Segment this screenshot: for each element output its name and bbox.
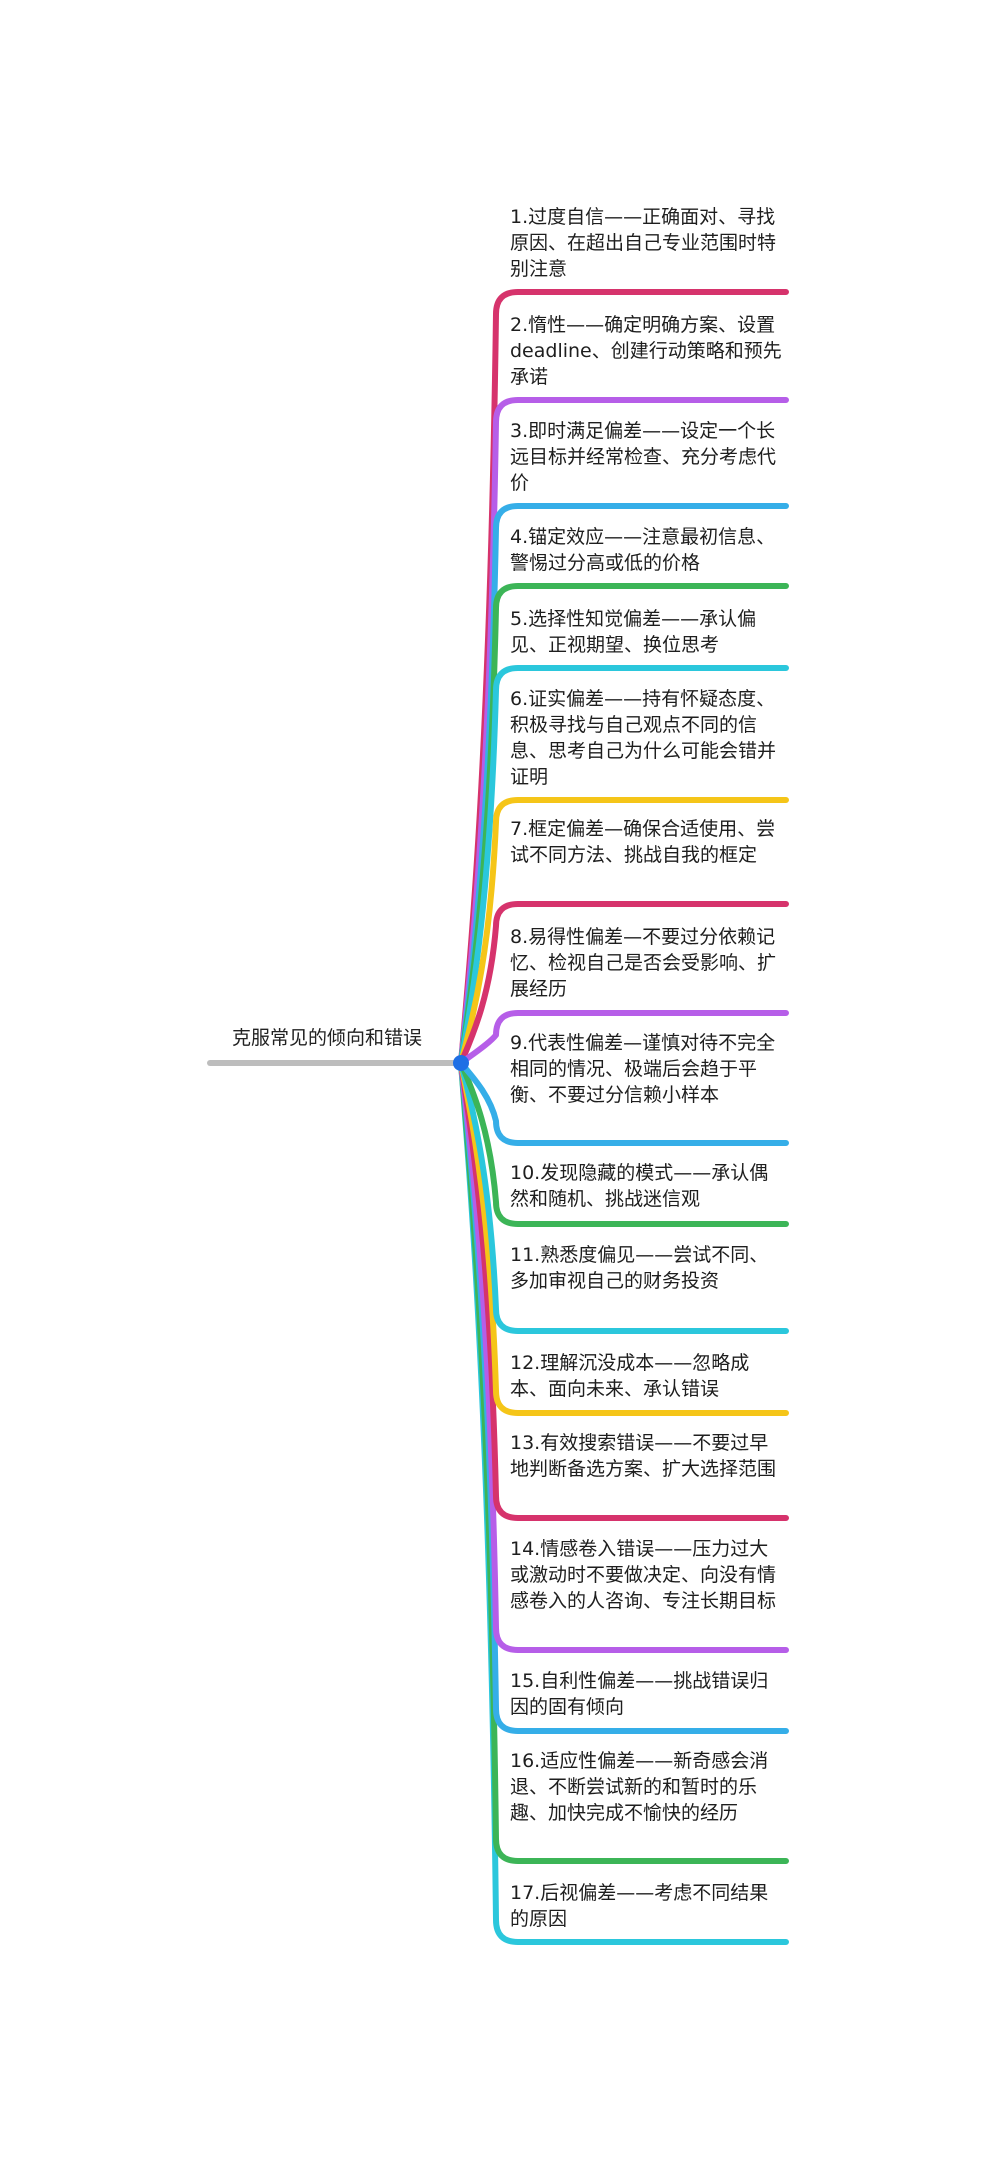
branch-node-10[interactable]: 10.发现隐藏的模式——承认偶然和随机、挑战迷信观	[510, 1162, 769, 1210]
branch-node-9[interactable]: 9.代表性偏差—谨慎对待不完全相同的情况、极端后会趋于平衡、不要过分信赖小样本	[510, 1032, 776, 1106]
branch-connector-11	[458, 1060, 789, 1334]
branch-connector-7	[458, 901, 789, 1066]
branch-node-16[interactable]: 16.适应性偏差——新奇感会消退、不断尝试新的和暂时的乐趣、加快完成不愉快的经历	[510, 1750, 769, 1824]
branch-node-1[interactable]: 1.过度自信——正确面对、寻找原因、在超出自己专业范围时特别注意	[510, 206, 777, 280]
branch-node-7[interactable]: 7.框定偏差—确保合适使用、尝试不同方法、挑战自我的框定	[510, 818, 776, 866]
branch-node-11[interactable]: 11.熟悉度偏见——尝试不同、多加审视自己的财务投资	[510, 1244, 769, 1292]
branch-node-15[interactable]: 15.自利性偏差——挑战错误归因的固有倾向	[510, 1670, 769, 1718]
branch-node-6[interactable]: 6.证实偏差——持有怀疑态度、积极寻找与自己观点不同的信息、思考自己为什么可能会…	[510, 688, 777, 788]
branch-connector-10	[458, 1060, 789, 1227]
branch-node-14[interactable]: 14.情感卷入错误——压力过大或激动时不要做决定、向没有情感卷入的人咨询、专注长…	[510, 1538, 777, 1612]
branch-node-12[interactable]: 12.理解沉没成本——忽略成本、面向未来、承认错误	[510, 1352, 750, 1400]
branch-node-8[interactable]: 8.易得性偏差—不要过分依赖记忆、检视自己是否会受影响、扩展经历	[510, 926, 777, 1000]
branch-node-3[interactable]: 3.即时满足偏差——设定一个长远目标并经常检查、充分考虑代价	[510, 420, 777, 494]
branch-connector-5	[458, 665, 789, 1066]
branch-node-2[interactable]: 2.惰性——确定明确方案、设置deadline、创建行动策略和预先承诺	[510, 314, 782, 388]
branch-connector-8	[458, 1010, 789, 1066]
root-junction-dot[interactable]	[453, 1055, 469, 1071]
branch-node-13[interactable]: 13.有效搜索错误——不要过早地判断备选方案、扩大选择范围	[510, 1432, 777, 1480]
branch-node-5[interactable]: 5.选择性知觉偏差——承认偏见、正视期望、换位思考	[510, 608, 757, 656]
root-node-label[interactable]: 克服常见的倾向和错误	[232, 1027, 423, 1049]
branch-connector-6	[458, 797, 789, 1066]
branch-connector-9	[458, 1060, 789, 1146]
branch-node-17[interactable]: 17.后视偏差——考虑不同结果的原因	[510, 1882, 769, 1930]
branch-node-4[interactable]: 4.锚定效应——注意最初信息、警惕过分高或低的价格	[510, 526, 776, 574]
